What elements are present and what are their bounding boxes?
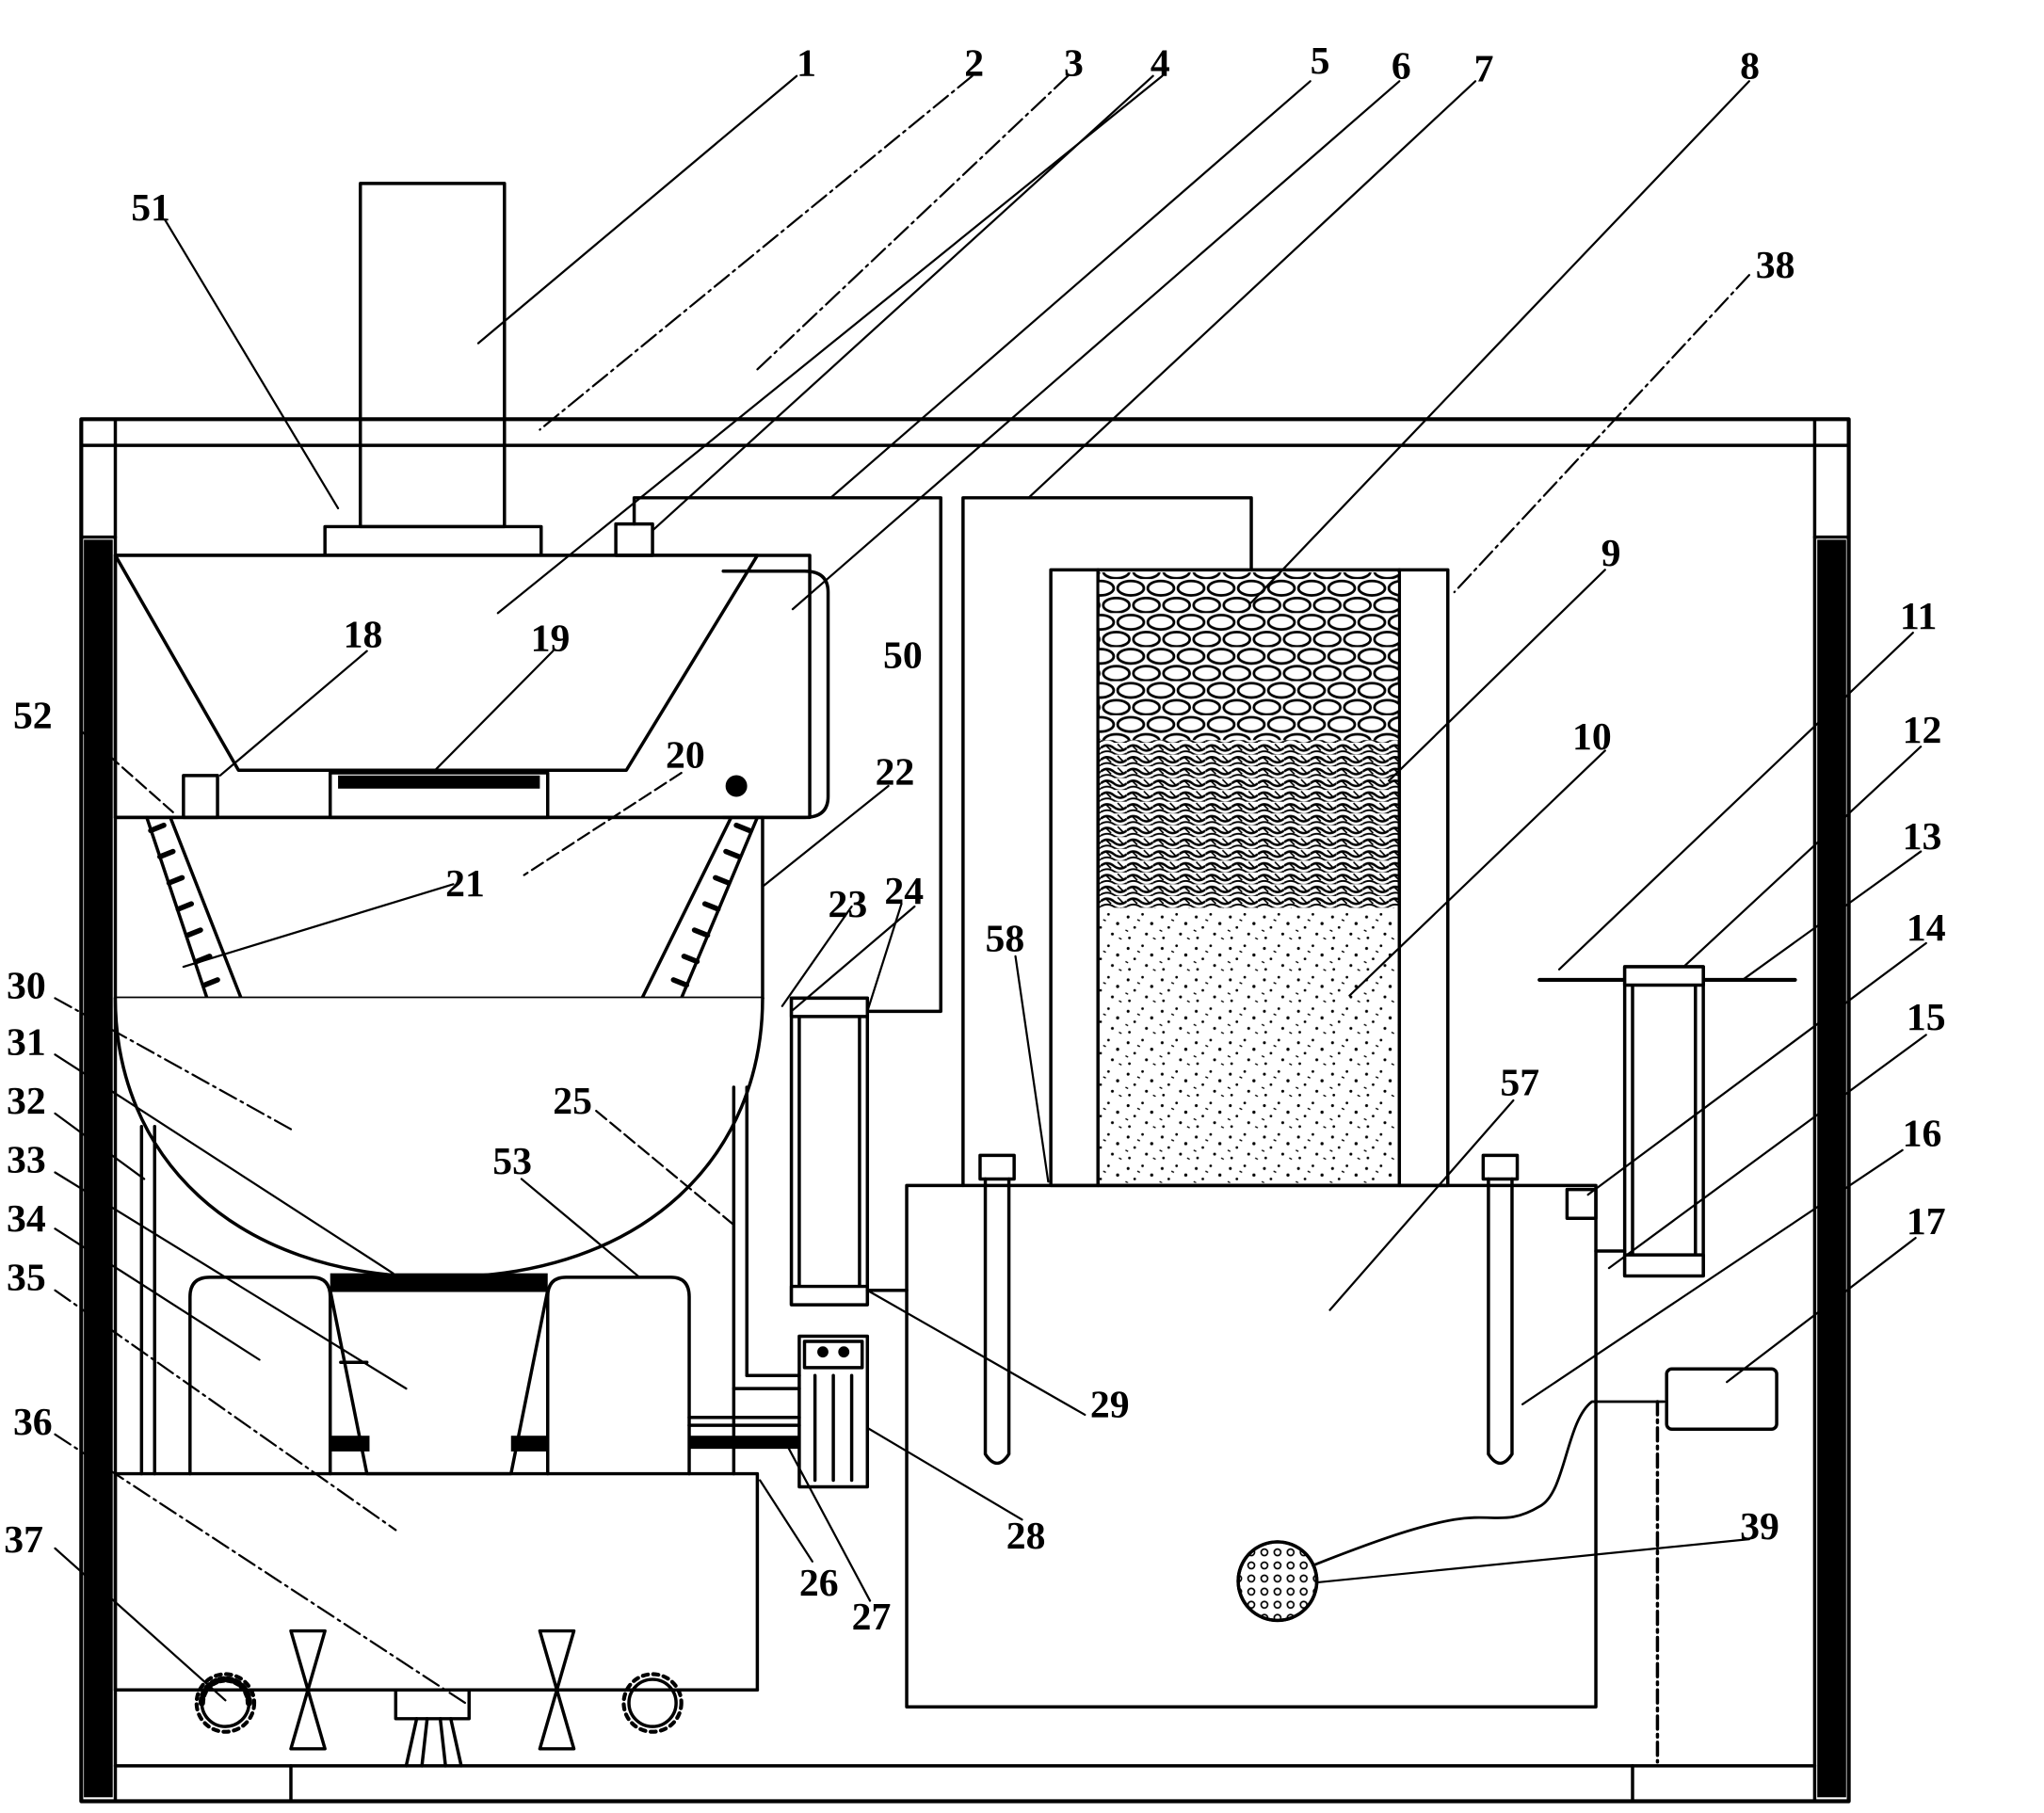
control-box bbox=[721, 570, 830, 820]
label-32: 32 bbox=[7, 1080, 46, 1123]
combustion-bowl bbox=[113, 996, 764, 1476]
label-34: 34 bbox=[7, 1197, 46, 1241]
leader-lines bbox=[54, 74, 1927, 1705]
side-column bbox=[1537, 965, 1797, 1764]
label-2: 2 bbox=[964, 42, 984, 86]
label-30: 30 bbox=[7, 964, 46, 1007]
label-27: 27 bbox=[852, 1596, 892, 1639]
lower-box bbox=[113, 1471, 760, 1768]
label-29: 29 bbox=[1090, 1384, 1130, 1427]
label-1: 1 bbox=[797, 42, 816, 86]
label-58: 58 bbox=[986, 917, 1025, 960]
label-16: 16 bbox=[1903, 1113, 1942, 1156]
label-7: 7 bbox=[1474, 47, 1494, 90]
label-39: 39 bbox=[1740, 1505, 1779, 1548]
label-15: 15 bbox=[1907, 996, 1946, 1039]
label-6: 6 bbox=[1392, 44, 1411, 88]
label-14: 14 bbox=[1907, 906, 1946, 950]
label-24: 24 bbox=[884, 870, 924, 913]
label-21: 21 bbox=[445, 862, 485, 906]
label-35: 35 bbox=[7, 1257, 46, 1300]
label-8: 8 bbox=[1740, 44, 1760, 88]
label-51: 51 bbox=[131, 186, 170, 230]
label-52: 52 bbox=[13, 695, 53, 738]
label-57: 57 bbox=[1500, 1061, 1539, 1104]
pipes bbox=[632, 496, 1253, 1188]
water-tank bbox=[905, 1153, 1666, 1709]
upper-hood bbox=[113, 521, 812, 820]
label-9: 9 bbox=[1601, 532, 1621, 575]
label-3: 3 bbox=[1064, 42, 1084, 86]
label-18: 18 bbox=[344, 613, 383, 656]
label-11: 11 bbox=[1900, 595, 1937, 638]
filter-column bbox=[1049, 568, 1450, 1188]
label-33: 33 bbox=[7, 1138, 46, 1181]
label-group: 1 2 3 4 5 6 7 8 9 10 11 12 13 14 15 16 1… bbox=[4, 40, 1945, 1639]
label-37: 37 bbox=[4, 1518, 43, 1562]
label-20: 20 bbox=[666, 733, 705, 777]
label-28: 28 bbox=[1006, 1515, 1046, 1558]
pump-column bbox=[687, 996, 909, 1489]
label-53: 53 bbox=[492, 1140, 532, 1183]
exhaust-chimney bbox=[323, 182, 543, 557]
label-5: 5 bbox=[1311, 40, 1330, 83]
label-38: 38 bbox=[1756, 244, 1795, 287]
label-4: 4 bbox=[1151, 42, 1170, 86]
funnel-chamber bbox=[113, 815, 764, 1001]
label-13: 13 bbox=[1903, 815, 1942, 858]
label-36: 36 bbox=[13, 1401, 53, 1444]
label-22: 22 bbox=[876, 751, 915, 794]
label-19: 19 bbox=[531, 618, 571, 661]
label-31: 31 bbox=[7, 1020, 46, 1064]
label-10: 10 bbox=[1572, 715, 1612, 759]
label-23: 23 bbox=[829, 883, 868, 926]
label-26: 26 bbox=[799, 1562, 839, 1605]
label-17: 17 bbox=[1907, 1200, 1946, 1243]
label-12: 12 bbox=[1903, 709, 1942, 752]
label-50: 50 bbox=[883, 634, 923, 678]
support-blocks bbox=[188, 1273, 691, 1476]
label-25: 25 bbox=[553, 1080, 592, 1123]
